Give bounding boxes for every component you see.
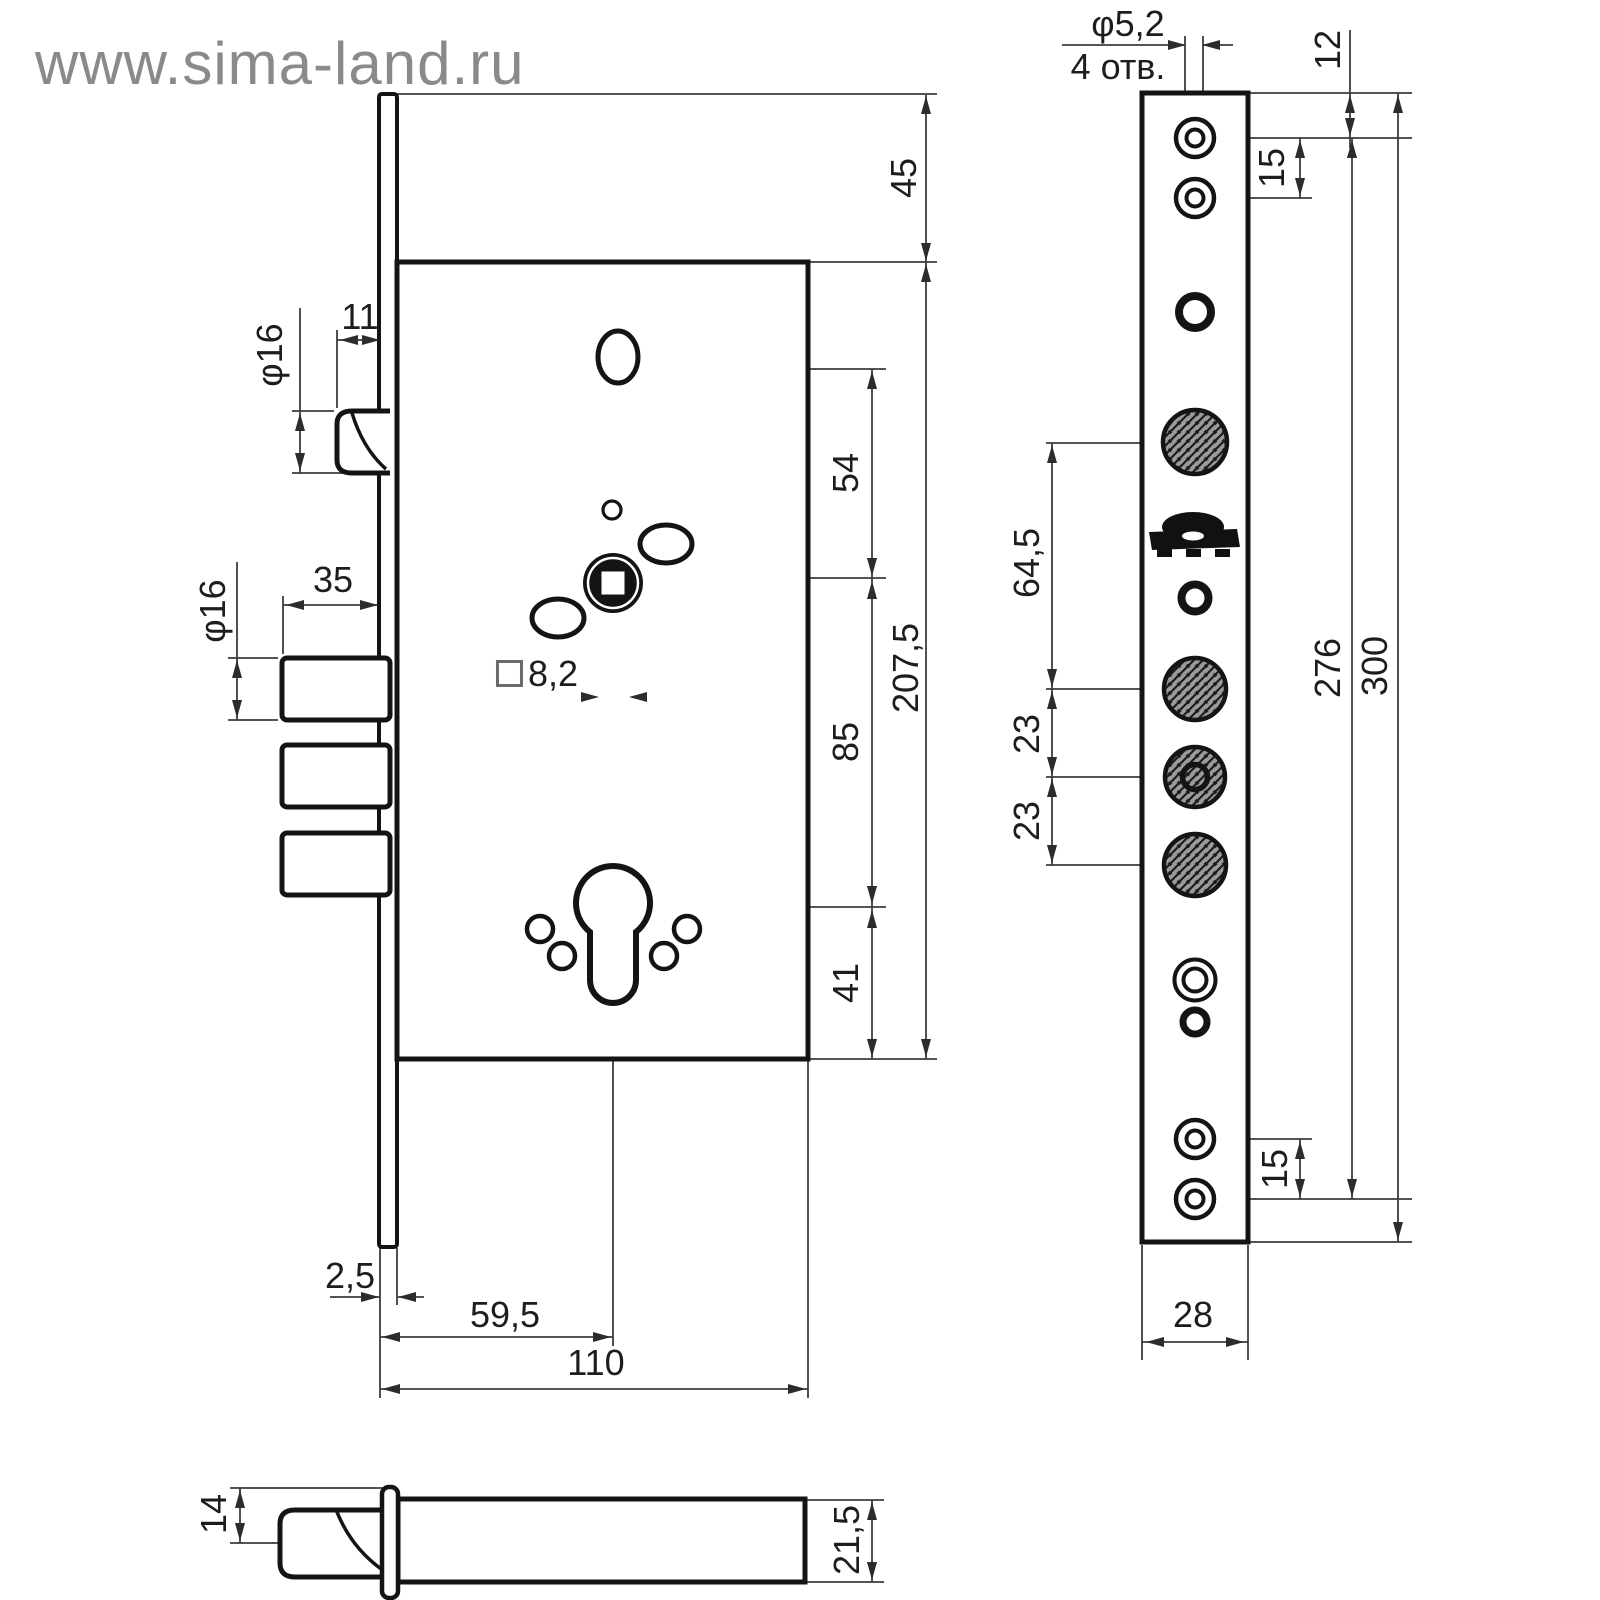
detail-view-latch	[230, 1484, 884, 1600]
dim-label-28: 28	[1172, 1294, 1214, 1335]
dim-label-64-5: 64,5	[1006, 527, 1047, 599]
dim-label-11: 11	[341, 296, 379, 337]
dim-label-23-lower: 23	[1006, 800, 1047, 842]
cylinder-screw-slots	[524, 913, 703, 972]
screw-holes-bottom	[1173, 1117, 1217, 1221]
pin-hole-lower	[1177, 580, 1213, 616]
screw-holes-top	[1173, 116, 1217, 220]
oval-hole-left	[529, 596, 587, 640]
dim-label-square-8-2: 8,2	[495, 656, 578, 692]
dim-label-35: 35	[312, 559, 354, 600]
deadbolt-opening-center	[1162, 744, 1228, 810]
dim-label-207-5: 207,5	[885, 622, 926, 714]
latch-stem	[395, 1496, 808, 1585]
dimension-arrows-front-view	[1047, 40, 1403, 1347]
dim-label-hole-count: 4 отв.	[1070, 46, 1166, 87]
latch-flange	[379, 1484, 401, 1600]
dim-label-2-5: 2,5	[324, 1255, 376, 1296]
oval-hole-right	[637, 522, 695, 566]
dim-label-12: 12	[1307, 29, 1348, 71]
dim-label-15-bottom: 15	[1254, 1148, 1295, 1190]
dim-label-41: 41	[825, 962, 866, 1004]
watermark-text: www.sima-land.ru	[35, 30, 525, 97]
fixing-holes-lower	[1172, 957, 1218, 1038]
side-view-lock-body	[228, 92, 937, 1398]
handle-slot-hole	[595, 328, 641, 386]
dim-label-latch-diameter: φ16	[249, 323, 290, 387]
dim-label-21-5: 21,5	[826, 1504, 867, 1576]
square-symbol	[495, 660, 523, 687]
latch-head-detail	[277, 1507, 390, 1580]
dim-label-15-top: 15	[1251, 147, 1292, 189]
deadbolt-opening-1	[1161, 655, 1229, 723]
dim-label-59-5: 59,5	[469, 1294, 541, 1335]
dim-label-300: 300	[1354, 635, 1395, 697]
dim-label-110: 110	[567, 1342, 625, 1383]
latch-opening	[1160, 407, 1230, 477]
follower-square-hub	[583, 553, 643, 613]
dim-label-bolt-diameter: φ16	[192, 579, 233, 643]
dim-label-276: 276	[1307, 637, 1348, 699]
latch-bevel-line	[350, 412, 388, 471]
dim-label-hole-diameter: φ5,2	[1091, 3, 1165, 44]
dim-label-23-upper: 23	[1006, 713, 1047, 755]
front-view-faceplate	[1046, 30, 1412, 1360]
deadbolts	[279, 655, 393, 898]
deadbolt-opening-2	[1161, 831, 1229, 899]
dim-label-54: 54	[825, 452, 866, 494]
small-pin-hole	[601, 499, 623, 521]
dimension-arrows-detail	[235, 1490, 877, 1580]
brand-logo-stamp	[1149, 512, 1240, 557]
euro-cylinder-hole	[573, 863, 653, 1006]
latch-bevel-detail	[335, 1511, 385, 1573]
dim-label-85: 85	[825, 721, 866, 763]
pin-hole-upper	[1175, 292, 1215, 332]
dimension-arrows-left-view	[232, 96, 931, 1394]
dim-label-14: 14	[193, 1493, 234, 1535]
dim-label-45: 45	[883, 157, 924, 199]
